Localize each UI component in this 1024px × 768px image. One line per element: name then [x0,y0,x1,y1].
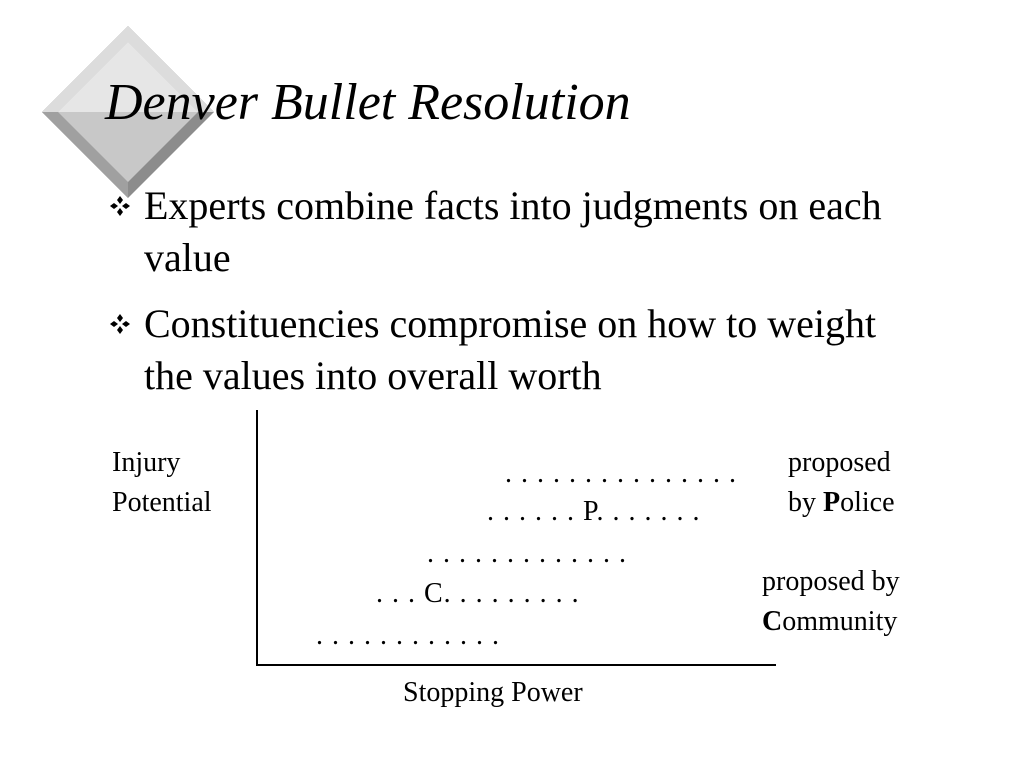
x-axis-label: Stopping Power [403,677,583,708]
dot-row: . . . C. . . . . . . . . [376,578,580,609]
y-axis-label-line2: Potential [112,487,212,518]
dot-row: . . . . . . P. . . . . . . [487,496,701,527]
dot-row: . . . . . . . . . . . . . . . [505,458,737,489]
bullet-item: Experts combine facts into judgments on … [108,180,928,284]
four-diamond-bullet-icon [110,314,130,334]
police-note-line2: by Police [788,483,895,523]
y-axis [256,410,258,666]
community-note-line2: Community [762,602,897,642]
slide-title: Denver Bullet Resolution [105,74,631,131]
bullet-text: Experts combine facts into judgments on … [144,183,882,280]
bullet-item: Constituencies compromise on how to weig… [108,298,928,402]
community-note-suffix: ommunity [782,606,898,637]
diamond-logo [40,24,216,200]
police-note-prefix: by [788,487,823,518]
police-note-suffix: olice [840,487,895,518]
community-note-initial: C [762,606,783,637]
bullet-list: Experts combine facts into judgments on … [108,180,928,416]
police-note-line1: proposed [788,447,891,478]
dot-row: . . . . . . . . . . . . [316,620,500,651]
four-diamond-bullet-icon [110,196,130,216]
bullet-text: Constituencies compromise on how to weig… [144,301,877,398]
community-note-line1: proposed by [762,566,900,597]
diamond-icon [42,26,214,198]
police-note-initial: P [823,487,841,518]
dot-row: . . . . . . . . . . . . . [427,538,627,569]
y-axis-label-line1: Injury [112,447,181,478]
x-axis [256,664,776,666]
